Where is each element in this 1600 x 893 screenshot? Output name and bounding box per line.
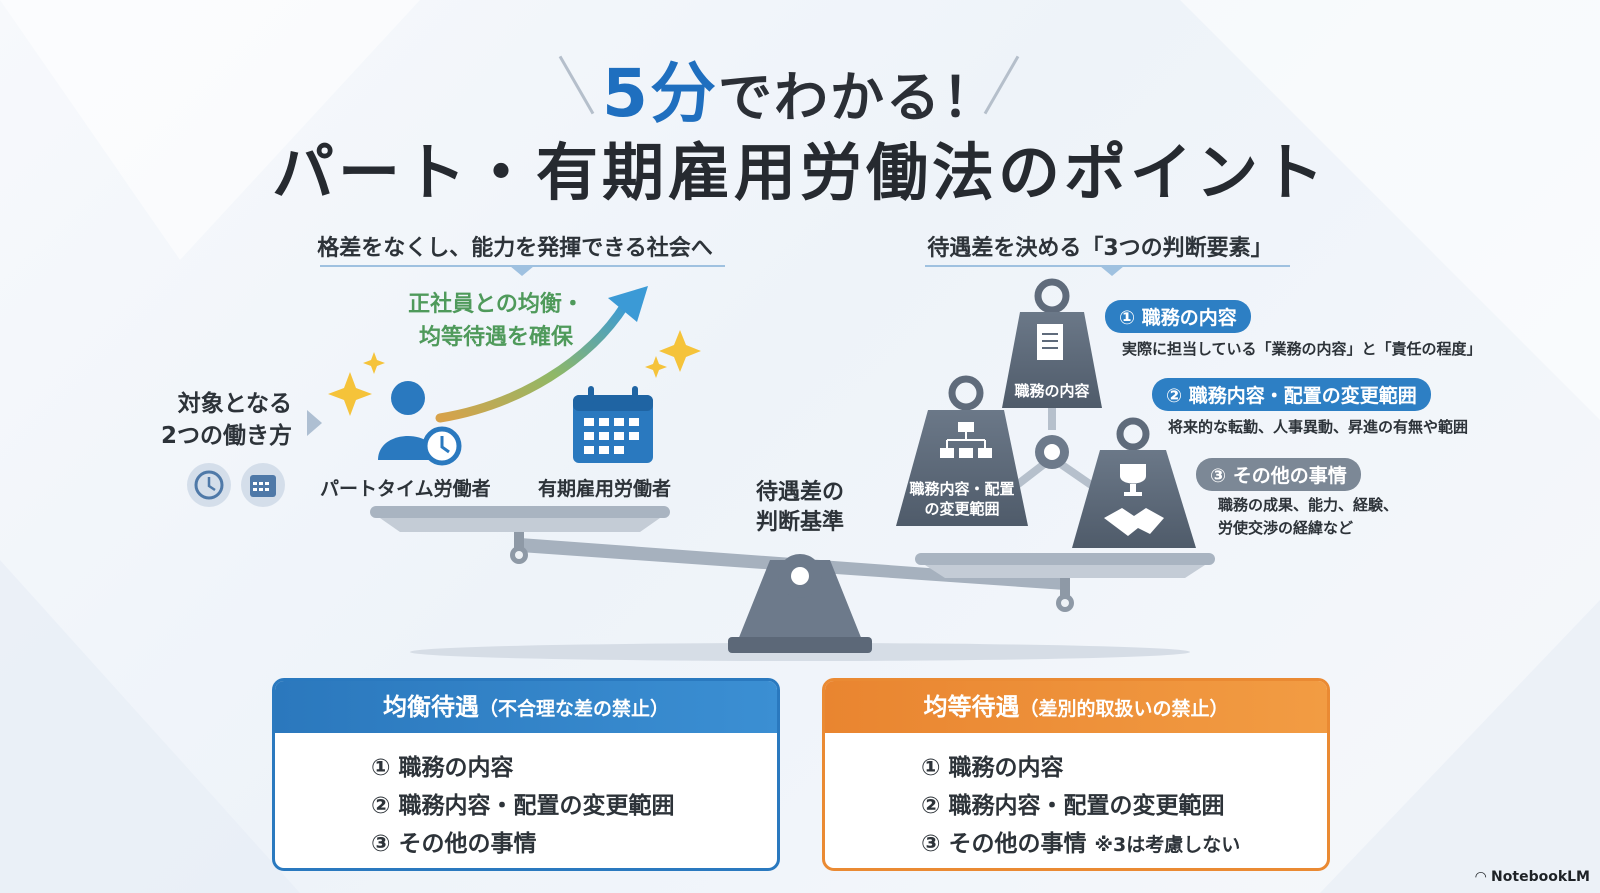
target-arrow (307, 410, 322, 436)
equal-treatment-header: 均等待遇（差別的取扱いの禁止） (825, 681, 1327, 733)
equal-note: ※3は考慮しない (1094, 834, 1241, 856)
equal-item-with-note: ③ その他の事情 ※3は考慮しない (921, 825, 1327, 864)
factor1-pill: ① 職務の内容 (1105, 300, 1251, 333)
right-heading: 待遇差を決める「3つの判断要素」 (927, 236, 1273, 261)
page-title: パート・有期雇用労働法のポイント (271, 136, 1328, 209)
equal-item: ② 職務内容・配置の変更範囲 (921, 793, 1225, 819)
right-hanger (1060, 578, 1070, 598)
weight-change-scope-line2: の変更範囲 (924, 500, 999, 518)
green-goal-text: 正社員との均衡・ 均等待遇を確保 (396, 288, 596, 354)
factor3-desc-line1: 職務の成果、能力、経験、 (1218, 496, 1399, 514)
fixed-term-worker-label: 有期雇用労働者 (538, 478, 672, 500)
equal-items: ① 職務の内容 ② 職務内容・配置の変更範囲 ③ その他の事情 ※3は考慮しない (825, 733, 1327, 864)
equal-item: ① 職務の内容 (921, 755, 1064, 781)
balanced-treatment-box: 均衡待遇（不合理な差の禁止） ① 職務の内容 ② 職務内容・配置の変更範囲 ③ … (272, 678, 780, 871)
sparkle-icons (328, 330, 701, 416)
balanced-item: ② 職務内容・配置の変更範囲 (371, 793, 675, 819)
target-line1: 対象となる (177, 391, 292, 417)
equal-item: ③ その他の事情 (921, 831, 1087, 857)
factor3-pill: ③ その他の事情 (1196, 458, 1361, 491)
left-heading-notch (510, 266, 534, 276)
factor3-desc: 職務の成果、能力、経験、 労使交渉の経緯など (1218, 494, 1398, 540)
factor2-pill: ② 職務内容・配置の変更範囲 (1152, 378, 1431, 411)
green-goal-line1: 正社員との均衡・ (408, 292, 584, 317)
calendar-small-icon (241, 463, 285, 507)
brand-icon: ◠ (1475, 869, 1487, 885)
balanced-treatment-header: 均衡待遇（不合理な差の禁止） (275, 681, 777, 733)
weight-change-scope-line1: 職務内容・配置 (909, 480, 1014, 498)
judgement-criteria-label: 待遇差の 判断基準 (738, 478, 862, 538)
factor2-desc: 将来的な転勤、人事異動、昇進の有無や範囲 (1168, 418, 1469, 436)
brand-label: ◠ NotebookLM (1475, 869, 1590, 885)
balanced-sub: （不合理な差の禁止） (478, 698, 669, 720)
balanced-title: 均衡待遇 (382, 693, 479, 721)
fulcrum-base (728, 637, 872, 653)
fulcrum (738, 560, 862, 640)
weight-job-content: 職務の内容 (1002, 278, 1102, 408)
balanced-items: ① 職務の内容 ② 職務内容・配置の変更範囲 ③ その他の事情 (275, 733, 777, 863)
factor3-desc-line2: 労使交渉の経緯など (1218, 519, 1354, 537)
balanced-item: ③ その他の事情 (371, 831, 537, 857)
right-heading-notch (1100, 266, 1124, 276)
left-hanger (514, 532, 524, 552)
weight-other-circumstances (1072, 417, 1196, 548)
clock-icon (187, 463, 231, 507)
target-label: 対象となる 2つの働き方 (140, 388, 292, 452)
equal-treatment-box: 均等待遇（差別的取扱いの禁止） ① 職務の内容 ② 職務内容・配置の変更範囲 ③… (822, 678, 1330, 871)
growth-arrow (435, 300, 630, 423)
part-time-worker-label: パートタイム労働者 (320, 478, 491, 500)
fixed-term-calendar-icon (573, 386, 653, 463)
judge-line2: 判断基準 (755, 510, 844, 535)
weight-change-scope: 職務内容・配置 の変更範囲 (896, 375, 1028, 526)
equal-title: 均等待遇 (923, 693, 1020, 721)
target-line2: 2つの働き方 (160, 423, 292, 449)
title-line1: 5分でわかる！ (0, 40, 1600, 136)
title-rest: でわかる！ (717, 66, 998, 129)
green-goal-line2: 均等待遇を確保 (418, 325, 573, 350)
balanced-item: ① 職務の内容 (371, 755, 514, 781)
part-time-worker-icon (378, 381, 462, 466)
left-pan-bowl (380, 518, 660, 532)
factor1-desc: 実際に担当している「業務の内容」と「責任の程度」 (1122, 340, 1482, 358)
right-pan-bowl (925, 565, 1205, 578)
left-pan (370, 506, 670, 518)
equal-sub: （差別的取扱いの禁止） (1019, 698, 1229, 720)
title-big: 5分 (602, 55, 718, 132)
brand-text: NotebookLM (1491, 869, 1590, 885)
right-pan (915, 553, 1215, 565)
left-heading: 格差をなくし、能力を発揮できる社会へ (317, 236, 713, 261)
growth-arrow-head (608, 286, 648, 322)
judge-line1: 待遇差の (755, 480, 844, 505)
weight-job-content-label: 職務の内容 (1014, 382, 1089, 400)
